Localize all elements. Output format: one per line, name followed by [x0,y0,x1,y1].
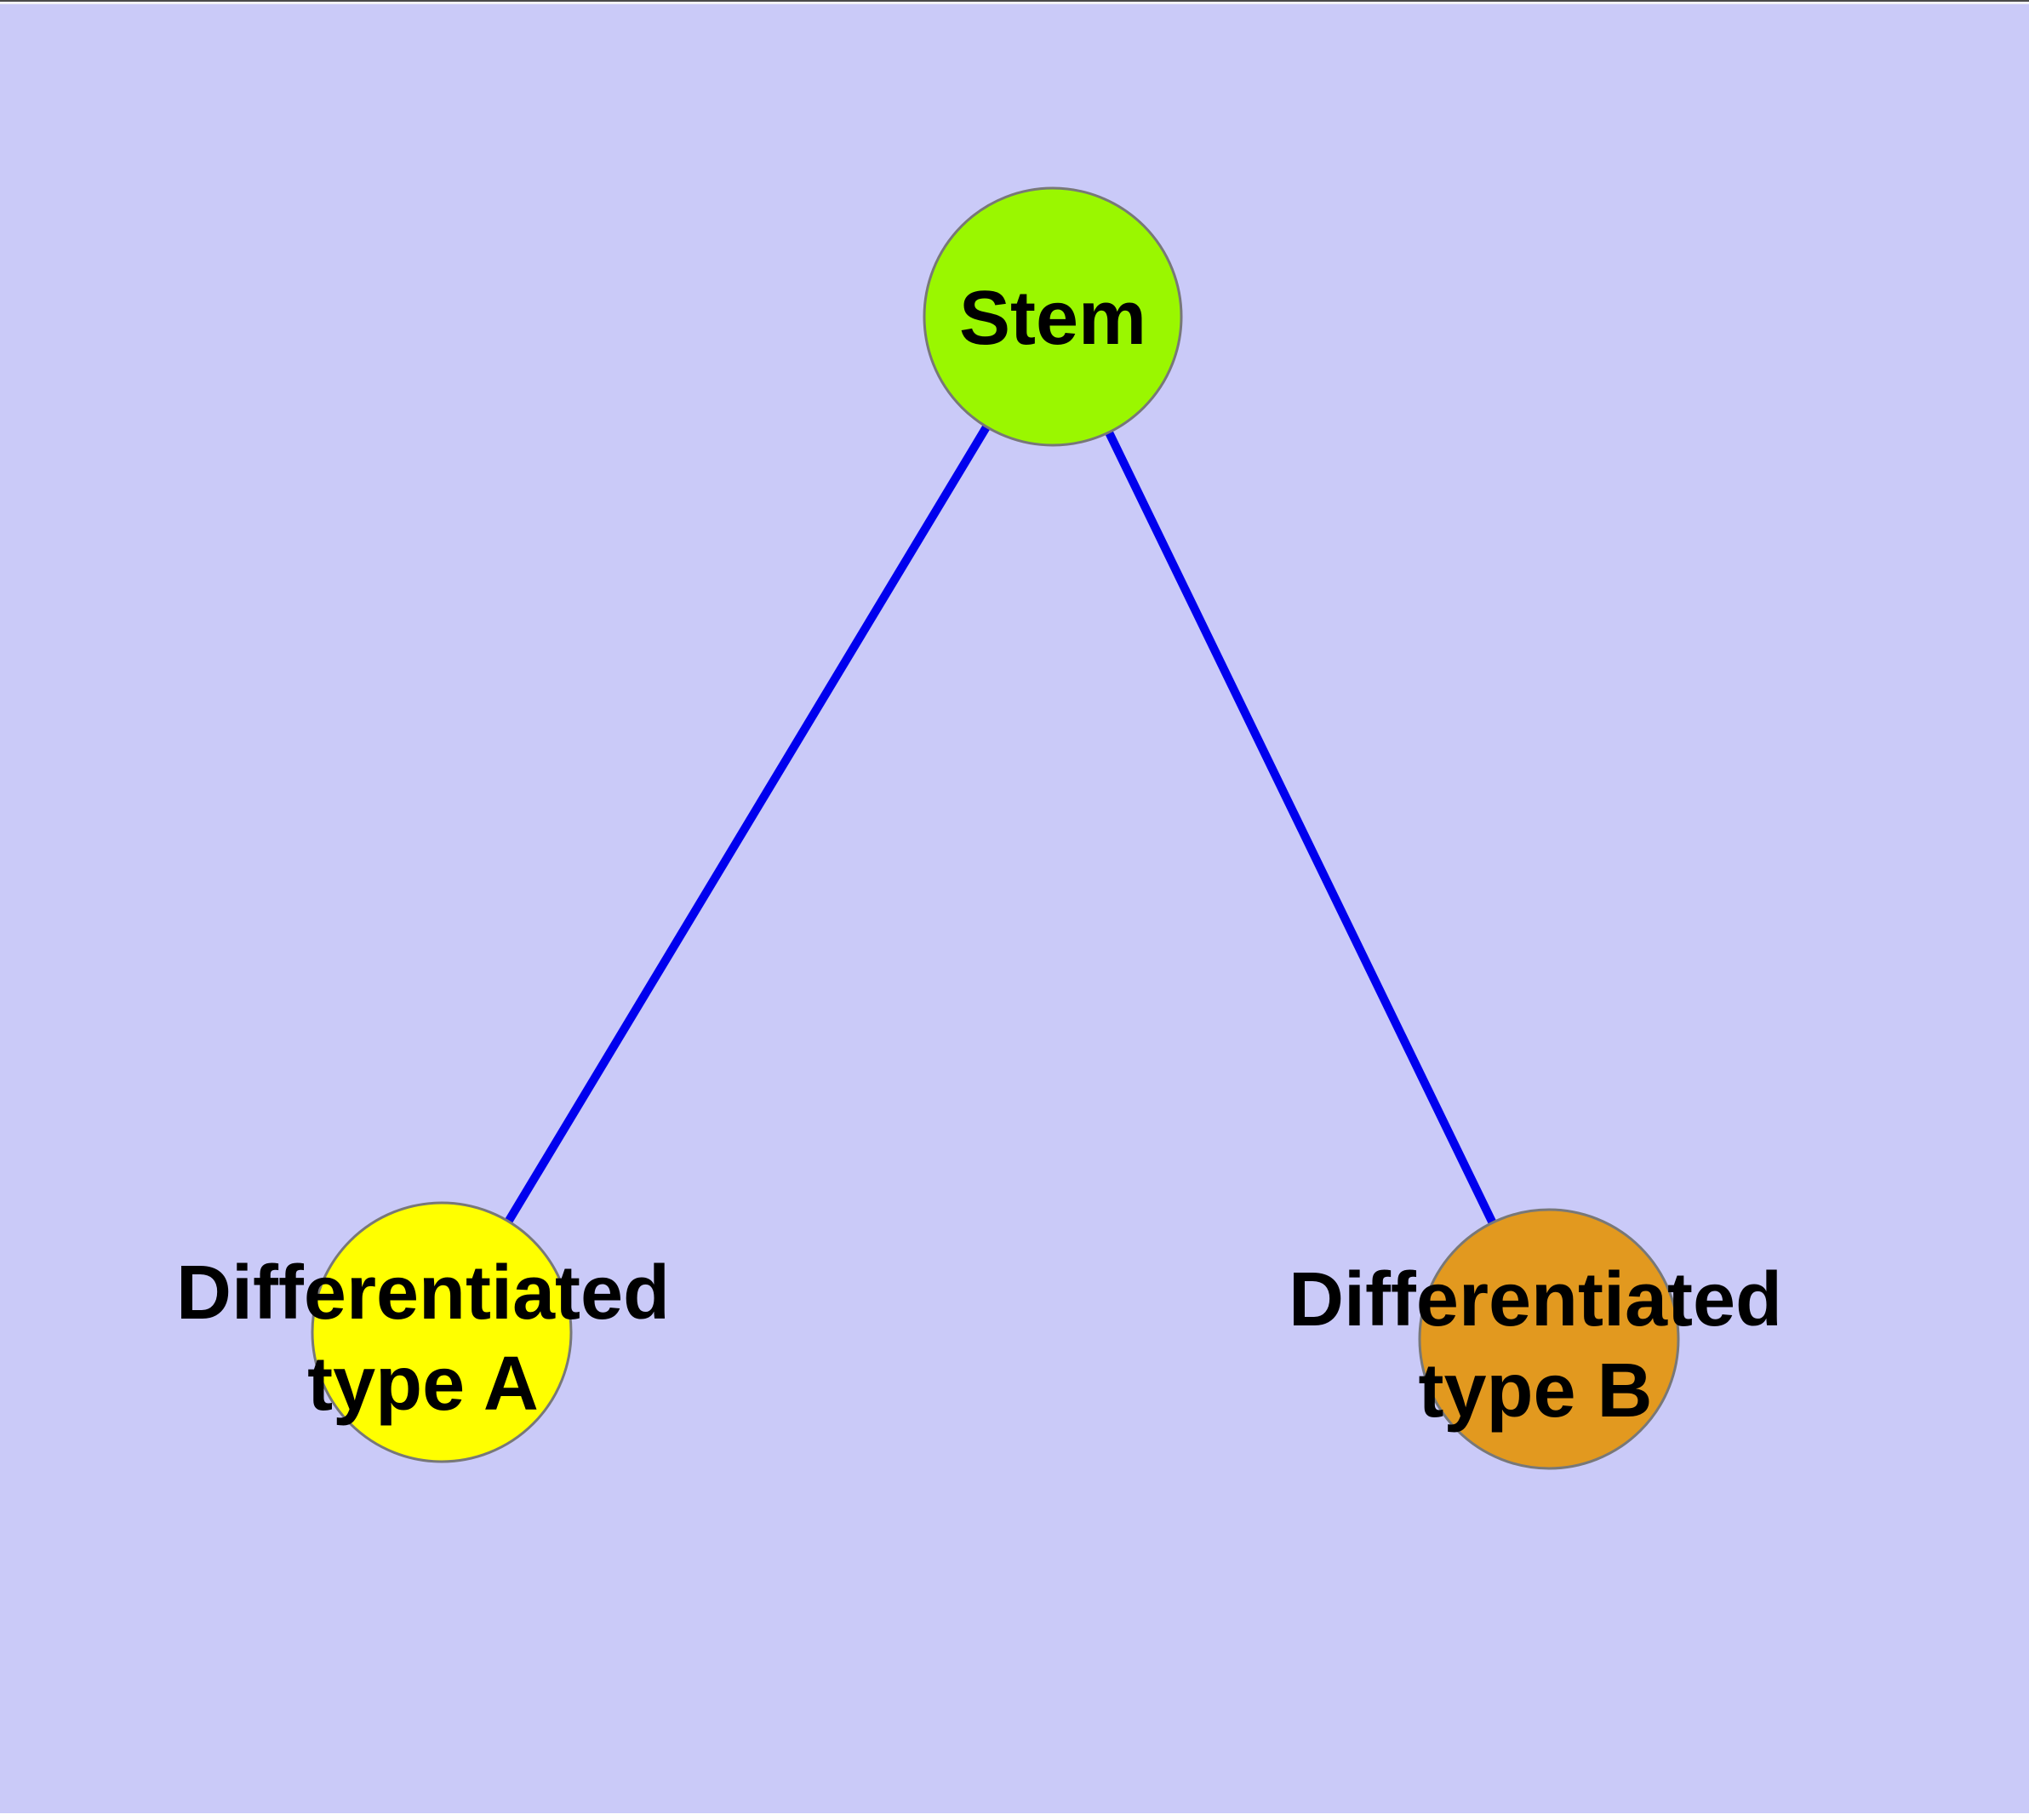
nodes-layer [311,186,1680,1470]
node-type-a [311,1201,573,1463]
node-label-line: type A [307,1342,539,1427]
edge-stem-to-type-b [1049,314,1553,1342]
node-label-line: type B [1418,1348,1652,1434]
node-label-line: Differentiated [1289,1257,1782,1342]
node-label-line: Differentiated [176,1251,670,1336]
node-label-stem: Stem [959,276,1146,361]
node-type-b [1418,1208,1680,1470]
edge-stem-to-type-a [437,314,1057,1335]
node-stem [923,186,1183,447]
node-label-line: Stem [959,276,1146,361]
edges-layer [437,314,1553,1342]
